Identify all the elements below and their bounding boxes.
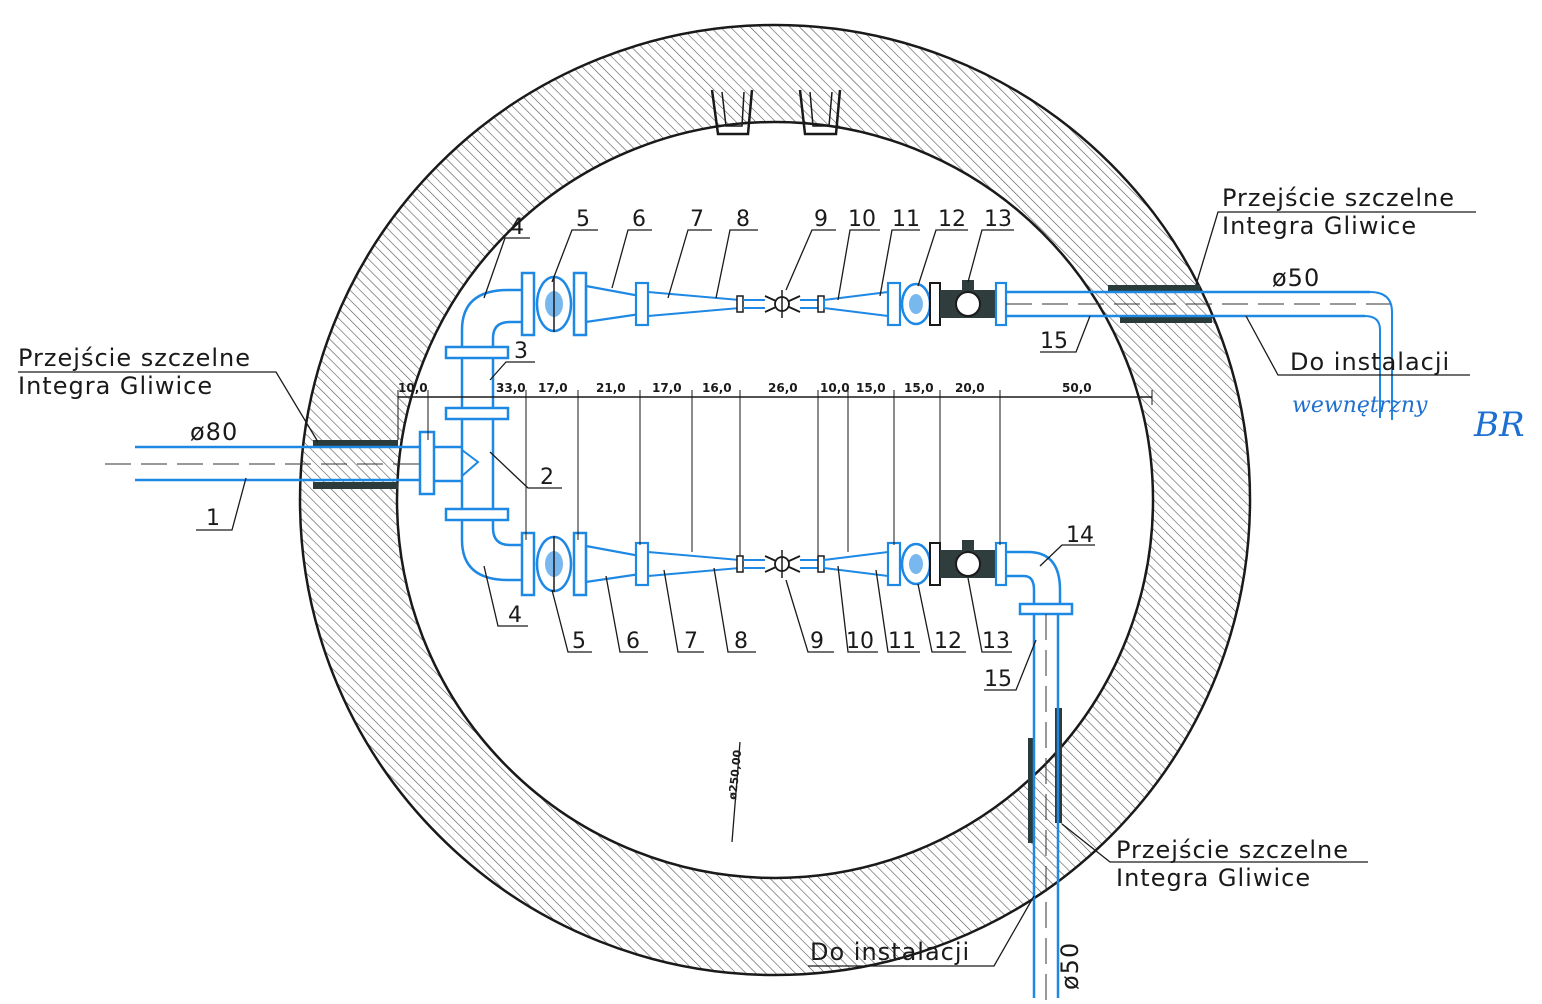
to-installation-bottom: Do instalacji [810,938,970,966]
dim-5: 17,0 [652,381,682,395]
part-11-bottom: 11 [888,629,916,654]
part-4-bottom: 4 [508,603,522,628]
part-15-bottom: 15 [984,667,1012,692]
manifold-tee [418,288,522,582]
seal-left-line2: Integra Gliwice [18,372,213,400]
part-13-bottom: 13 [982,629,1010,654]
dim-4: 21,0 [596,381,626,395]
dim-11: 20,0 [955,381,985,395]
dim-6: 16,0 [702,381,732,395]
lower-branch [520,531,1074,1000]
seal-left-line1: Przejście szczelne [18,344,251,372]
part-12-top: 12 [938,207,966,232]
part-1: 1 [206,506,220,531]
part-8-bottom: 8 [734,629,748,654]
part-9-bottom: 9 [810,629,824,654]
well-wall [290,20,1260,980]
dimension-line: 10,0 33,0 17,0 21,0 17,0 16,0 26,0 10,0 … [397,381,1153,556]
part-7-top: 7 [690,207,704,232]
part-13-top: 13 [984,207,1012,232]
dim-3: 17,0 [538,381,568,395]
part-2: 2 [540,465,554,490]
handwritten-initials: BR [1473,405,1525,445]
dim-8: 10,0 [820,381,850,395]
part-6-top: 6 [632,207,646,232]
part-3: 3 [514,339,528,364]
part-9-top: 9 [814,207,828,232]
dim-9: 15,0 [856,381,886,395]
to-installation-right: Do instalacji [1290,348,1450,376]
inlet-pipe [105,445,420,482]
dim-1: 10,0 [398,381,428,395]
well-diameter: ø250,00 [726,749,744,800]
part-7-bottom: 7 [684,629,698,654]
part-8-top: 8 [736,207,750,232]
dim-12: 50,0 [1062,381,1092,395]
part-5-top: 5 [576,207,590,232]
part-15-right: 15 [1040,329,1068,354]
part-11-top: 11 [892,207,920,232]
upper-branch [520,271,1393,420]
outlet-right-diameter: ø50 [1272,264,1320,292]
part-numbers: 4 5 6 7 8 9 10 11 12 13 3 2 1 4 5 6 7 8 … [206,207,1094,692]
seal-bottom-line2: Integra Gliwice [1116,864,1311,892]
seal-right-line1: Przejście szczelne [1222,184,1455,212]
seal-right-line2: Integra Gliwice [1222,212,1417,240]
leader-lines [18,211,1476,967]
outlet-bottom-diameter: ø50 [1056,942,1084,990]
part-6-bottom: 6 [626,629,640,654]
part-5-bottom: 5 [572,629,586,654]
handwritten-note: wewnętrzny [1292,393,1428,418]
seal-bottom-line1: Przejście szczelne [1116,836,1349,864]
part-12-bottom: 12 [934,629,962,654]
inlet-diameter: ø80 [190,418,238,446]
dim-10: 15,0 [904,381,934,395]
dim-2: 33,0 [496,381,526,395]
part-14: 14 [1066,523,1094,548]
part-4-top: 4 [510,215,524,240]
part-10-top: 10 [848,207,876,232]
part-10-bottom: 10 [846,629,874,654]
dim-7: 26,0 [768,381,798,395]
